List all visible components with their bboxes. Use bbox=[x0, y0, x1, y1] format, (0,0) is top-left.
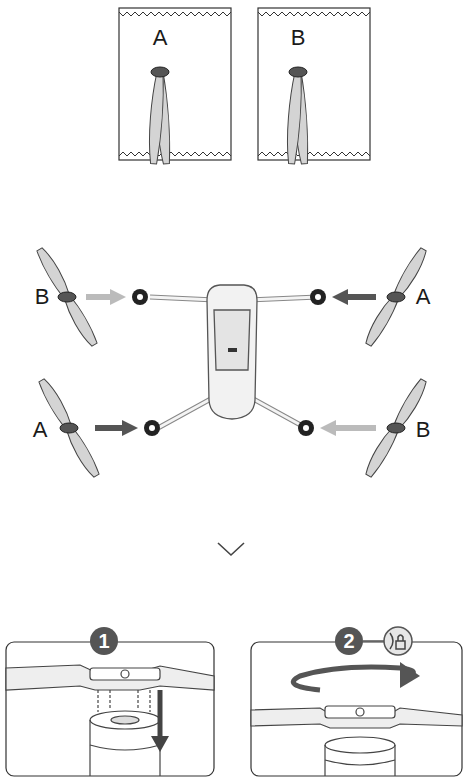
propeller bbox=[285, 67, 309, 164]
propeller-blade bbox=[285, 72, 303, 165]
propeller-hub bbox=[387, 423, 405, 433]
propeller-hub bbox=[387, 292, 405, 302]
chevron bbox=[218, 543, 244, 555]
propeller-blade bbox=[147, 72, 165, 165]
propellers bbox=[35, 67, 429, 479]
propeller-mark: B bbox=[416, 419, 431, 441]
callout-number: 1 bbox=[98, 631, 109, 651]
propeller-mark: B bbox=[291, 27, 306, 49]
propeller-mark: B bbox=[35, 286, 50, 308]
propeller-hub bbox=[58, 292, 76, 302]
propeller-hub bbox=[289, 67, 307, 77]
mount-arrow bbox=[86, 289, 376, 436]
propeller-mark: A bbox=[33, 419, 48, 441]
propeller bbox=[147, 67, 171, 164]
step1-illustration bbox=[6, 665, 214, 776]
callout-number: 2 bbox=[343, 631, 354, 651]
step2-illustration bbox=[251, 662, 462, 776]
drone bbox=[132, 285, 326, 436]
propeller-mark: A bbox=[416, 286, 431, 308]
callout-badge bbox=[90, 627, 412, 655]
propeller-hub bbox=[151, 67, 169, 77]
propeller-hub bbox=[60, 423, 78, 433]
step-panel bbox=[6, 642, 462, 776]
propeller-mark: A bbox=[153, 27, 168, 49]
